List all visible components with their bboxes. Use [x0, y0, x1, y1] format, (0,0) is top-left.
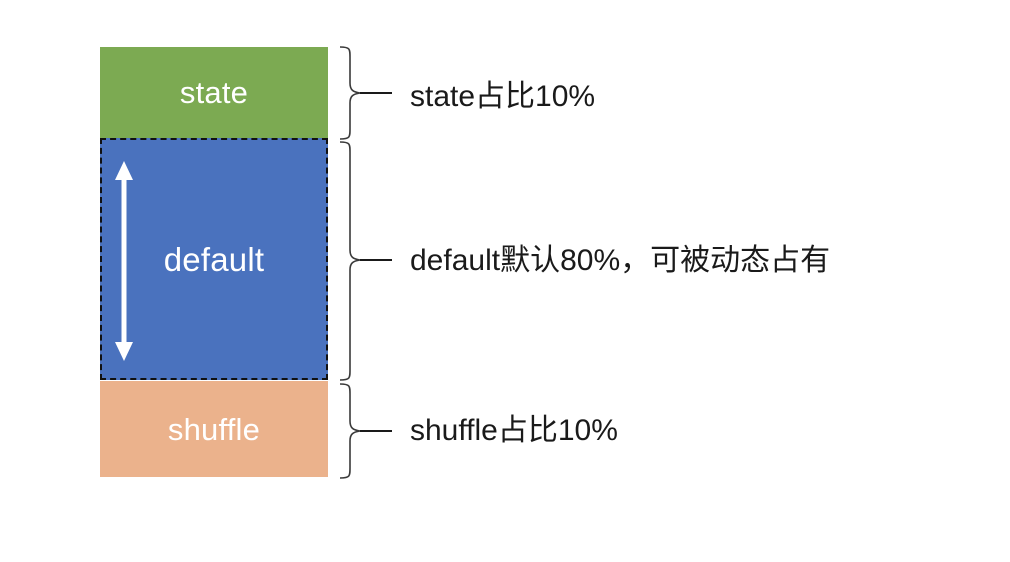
brace-default-icon [339, 141, 392, 381]
double-headed-vertical-arrow-icon [115, 161, 133, 361]
memory-block-state[interactable]: state [100, 47, 328, 138]
annotation-state: state占比10% [410, 80, 596, 113]
memory-block-default-label: default [163, 240, 265, 278]
annotation-default: default默认80%，可被动态占有 [410, 244, 831, 277]
memory-block-shuffle[interactable]: shuffle [100, 381, 328, 477]
memory-block-state-label: state [179, 75, 249, 110]
memory-block-shuffle-label: shuffle [167, 411, 261, 447]
brace-shuffle-icon [339, 383, 392, 479]
annotation-shuffle: shuffle占比10% [410, 414, 618, 447]
brace-state-icon [339, 46, 392, 140]
